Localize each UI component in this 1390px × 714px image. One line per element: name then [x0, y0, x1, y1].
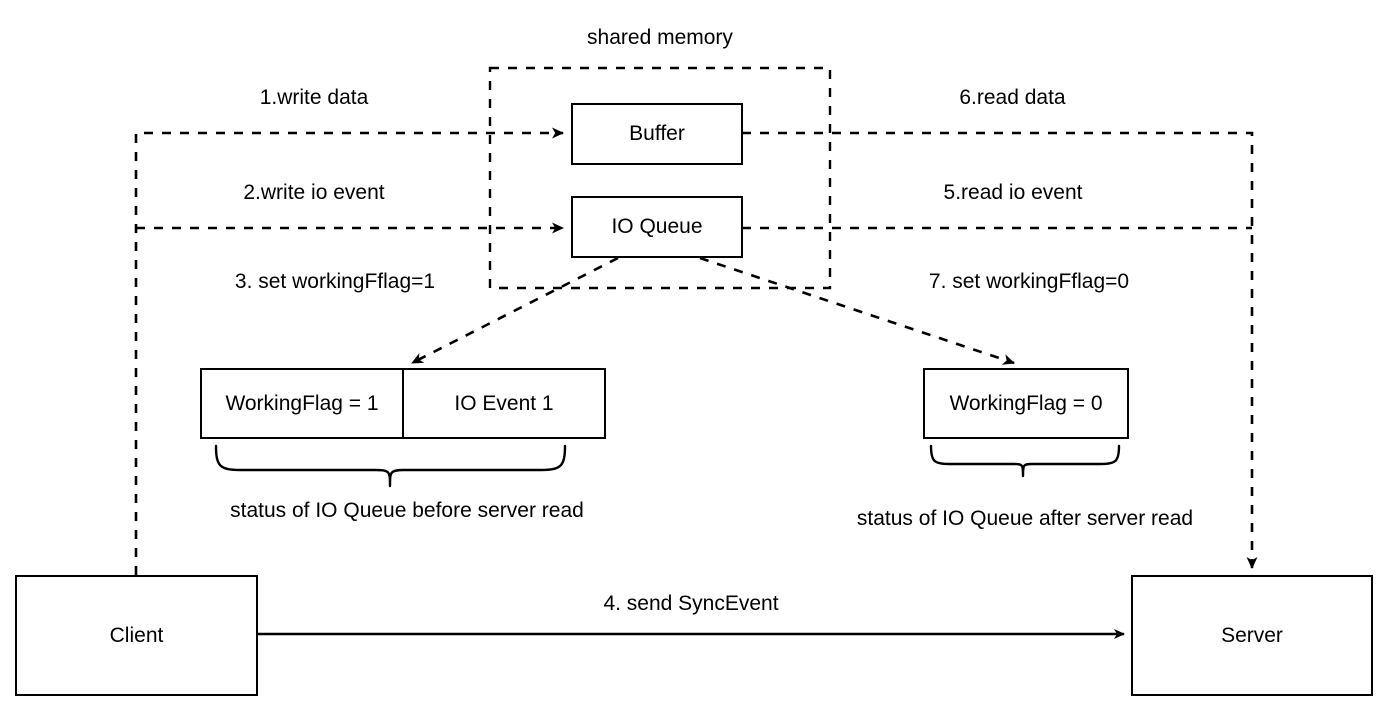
- node-io-queue[interactable]: IO Queue: [571, 196, 743, 258]
- edge-set-workingflag-1: [411, 256, 619, 365]
- state-cell-workingflag-0-label: WorkingFlag = 0: [949, 391, 1103, 415]
- step-label-2-write-io-event: 2.write io event: [243, 181, 385, 204]
- node-client-label: Client: [109, 623, 164, 647]
- node-buffer-label: Buffer: [629, 122, 685, 146]
- caption-io-queue-before: status of IO Queue before server read: [230, 499, 584, 522]
- brace-before-read: [214, 444, 567, 488]
- state-cell-io-event-1-label: IO Event 1: [454, 391, 554, 415]
- step-label-4-send-syncevent: 4. send SyncEvent: [603, 592, 779, 615]
- state-box-io-queue-before[interactable]: WorkingFlag = 1 IO Event 1: [200, 368, 606, 439]
- caption-io-queue-after: status of IO Queue after server read: [856, 507, 1194, 530]
- step-label-7-set-workingflag-0: 7. set workingFflag=0: [928, 270, 1130, 293]
- state-cell-workingflag-1: WorkingFlag = 1: [202, 370, 402, 437]
- edge-set-workingflag-0: [699, 256, 1015, 365]
- node-server-label: Server: [1221, 623, 1283, 647]
- shared-memory-title: shared memory: [587, 26, 733, 49]
- node-io-queue-label: IO Queue: [611, 215, 703, 239]
- step-label-6-read-data: 6.read data: [959, 86, 1066, 109]
- node-client[interactable]: Client: [15, 575, 258, 696]
- brace-after-read: [929, 444, 1121, 478]
- edge-write-data: [134, 127, 564, 575]
- node-server[interactable]: Server: [1131, 575, 1373, 696]
- state-box-io-queue-after[interactable]: WorkingFlag = 0: [923, 368, 1129, 439]
- step-label-1-write-data: 1.write data: [259, 86, 369, 109]
- state-cell-workingflag-1-label: WorkingFlag = 1: [225, 391, 379, 415]
- step-label-5-read-io-event: 5.read io event: [943, 181, 1083, 204]
- state-cell-io-event-1: IO Event 1: [402, 370, 604, 437]
- edge-read-data: [742, 131, 1258, 569]
- step-label-3-set-workingflag-1: 3. set workingFflag=1: [234, 270, 436, 293]
- node-buffer[interactable]: Buffer: [571, 103, 743, 165]
- shared-memory-group-border: [488, 66, 832, 290]
